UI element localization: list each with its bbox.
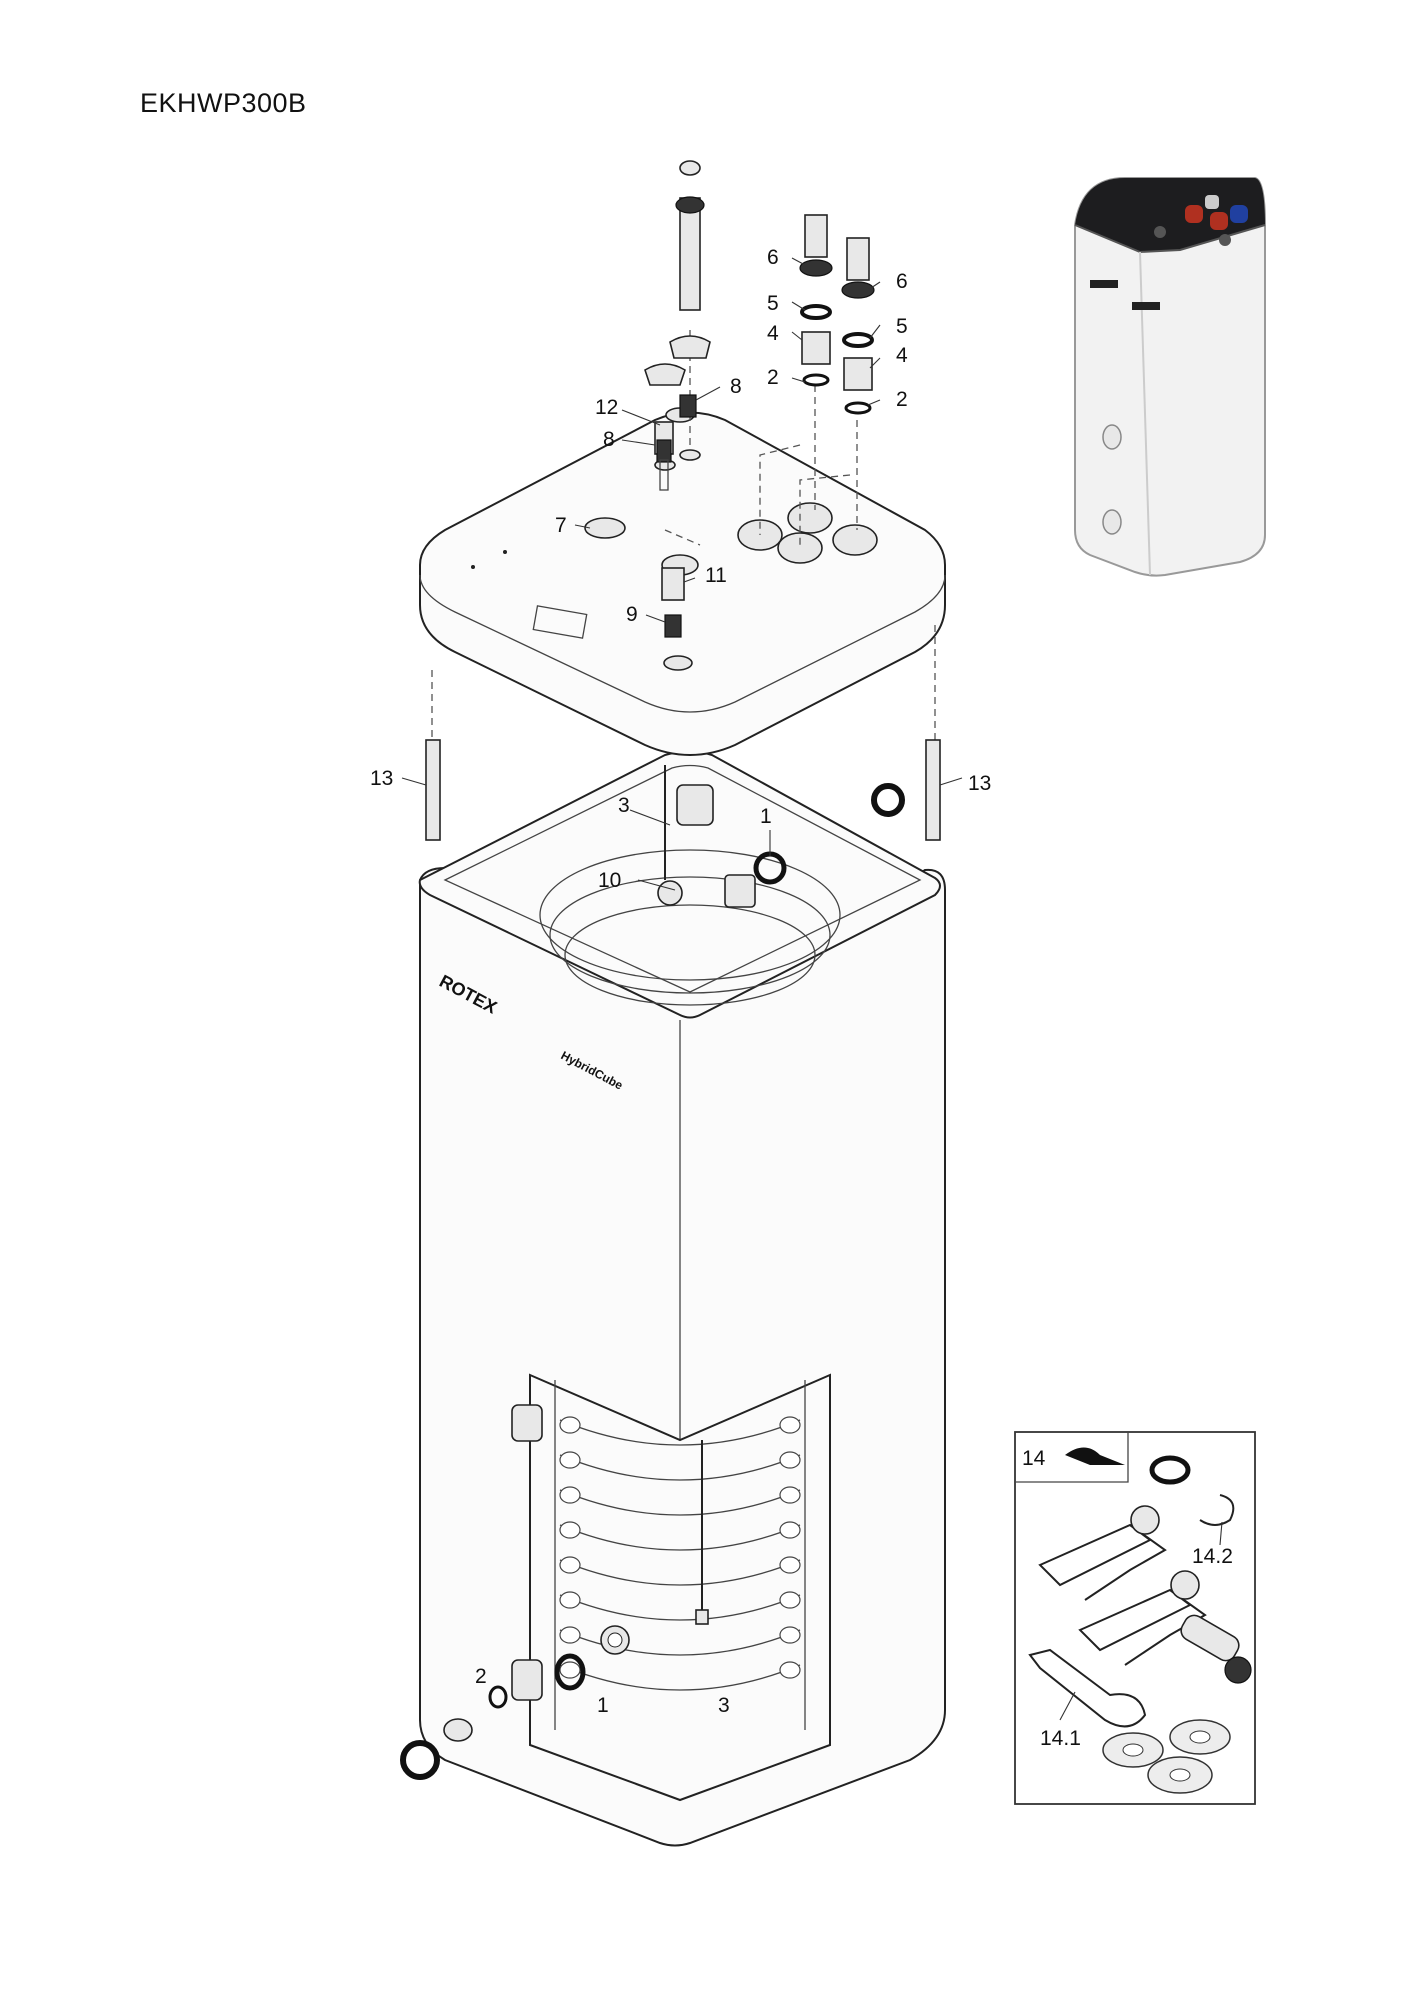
- model-title: EKHWP300B: [140, 88, 307, 118]
- callout-8-lower: 8: [603, 428, 615, 451]
- callout-6-left: 6: [767, 246, 779, 269]
- callout-13-left: 13: [370, 767, 393, 790]
- leader-lines: [401, 257, 1223, 1721]
- tank-body: ROTEX HybridCube: [419, 866, 946, 1847]
- callout-12: 12: [595, 396, 618, 419]
- callout-8-upper: 8: [730, 375, 742, 398]
- callout-6-right: 6: [896, 270, 908, 293]
- callout-2-top-left: 2: [767, 366, 779, 389]
- callout-7: 7: [555, 514, 567, 537]
- callout-14-1: 14.1: [1040, 1727, 1081, 1750]
- callout-14: 14: [1022, 1447, 1046, 1470]
- callout-2-bottom: 2: [475, 1665, 487, 1688]
- callout-5-right: 5: [896, 315, 908, 338]
- product-photo: [1074, 177, 1266, 577]
- heat-exchanger-coil: [559, 1416, 801, 1691]
- callout-1-bottom: 1: [597, 1694, 609, 1717]
- callout-2-top-right: 2: [896, 388, 908, 411]
- callout-11: 11: [705, 564, 727, 587]
- accessory-kit-box: [1014, 1431, 1256, 1805]
- assembly-lines: [431, 330, 936, 750]
- exploded-parts: [400, 160, 941, 1780]
- callout-14-2: 14.2: [1192, 1545, 1233, 1568]
- callout-1-top: 1: [760, 805, 772, 828]
- callout-5-left: 5: [767, 292, 779, 315]
- callout-4-left: 4: [767, 322, 779, 345]
- callout-3-top: 3: [618, 794, 630, 817]
- callout-13-right: 13: [968, 772, 991, 795]
- callout-4-right: 4: [896, 344, 908, 367]
- callout-3-bottom: 3: [718, 1694, 730, 1717]
- callout-10: 10: [598, 869, 621, 892]
- callout-9: 9: [626, 603, 638, 626]
- callout-labels: 6 6 5 5 4 4 2 2 8 12 8 7 11 9 13 13 3 1 …: [370, 246, 1233, 1750]
